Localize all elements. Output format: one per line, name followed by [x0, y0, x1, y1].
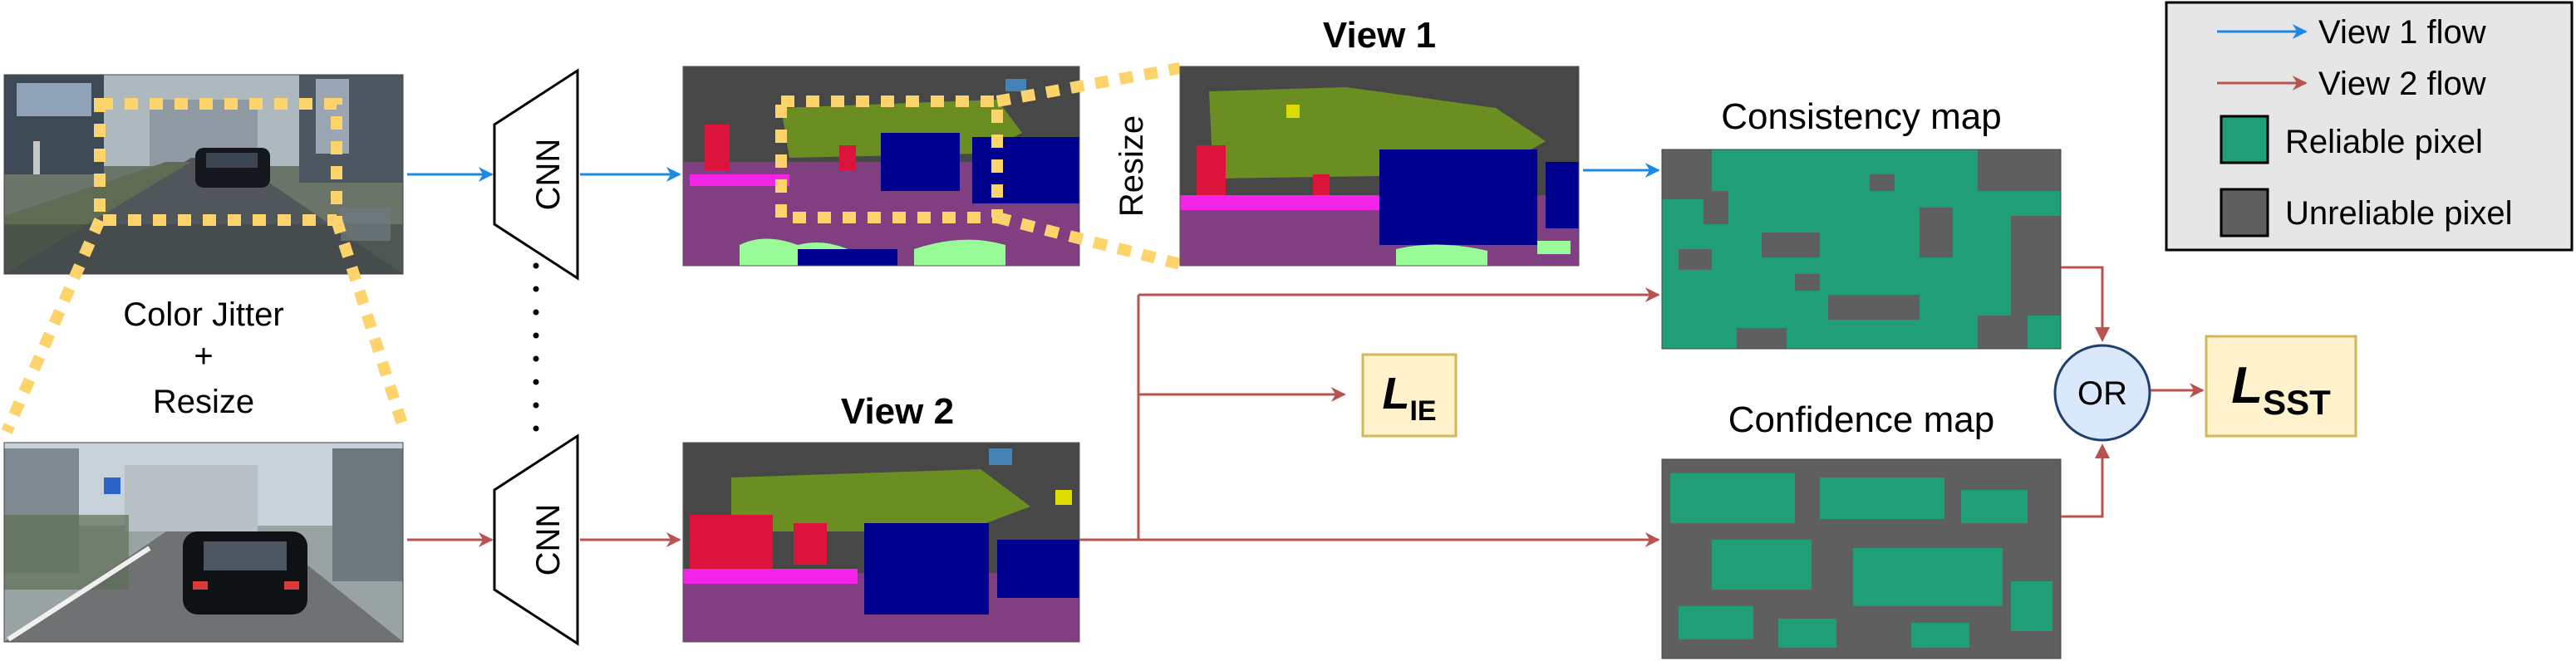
cnn-encoder-bottom	[493, 433, 579, 646]
crop-region-view1	[775, 95, 1003, 223]
augmentation-label-line1: Color Jitter	[123, 296, 283, 333]
confidence-map	[1662, 459, 2061, 659]
or-node	[2053, 344, 2151, 442]
shared-weights-dots	[533, 262, 539, 432]
cnn-encoder-top	[493, 68, 579, 281]
legend-view2-label: View 2 flow	[2318, 66, 2486, 102]
loss-ie-symbol: L	[1382, 369, 1409, 419]
confidence-map-title: Confidence map	[1728, 399, 1994, 440]
legend-view1-label: View 1 flow	[2318, 14, 2486, 51]
zoom-line-right	[331, 218, 410, 434]
view2-title: View 2	[841, 391, 954, 432]
view2-flow-connectors	[1079, 295, 1140, 541]
consistency-map-title: Consistency map	[1721, 96, 2001, 137]
augmentation-label-line2: +	[194, 338, 213, 375]
resize-label: Resize	[1113, 115, 1150, 217]
loss-ie-box	[1361, 353, 1458, 438]
cnn-label-bottom: CNN	[530, 504, 567, 576]
segmentation-view1-resized	[1180, 66, 1579, 266]
segmentation-view2	[683, 443, 1079, 642]
input-image-view2	[4, 443, 403, 642]
arrowhead-to-or-top	[2095, 327, 2110, 342]
legend-unreliable-label: Unreliable pixel	[2285, 195, 2512, 232]
loss-ie-label: LIE	[1382, 369, 1436, 427]
crop-region-highlight	[94, 98, 342, 226]
resize-zoom-line-top	[995, 62, 1182, 107]
maps-to-or-connectors	[2061, 266, 2104, 518]
view1-title: View 1	[1323, 15, 1436, 56]
loss-sst-symbol: L	[2231, 357, 2263, 414]
cnn-label-top: CNN	[530, 139, 567, 211]
legend-unreliable-swatch	[2220, 188, 2269, 237]
loss-sst-label: LSST	[2231, 357, 2331, 422]
consistency-map	[1662, 149, 2061, 349]
resize-zoom-line-bottom	[995, 212, 1182, 270]
arrowhead-to-or-bottom	[2095, 443, 2110, 458]
legend-reliable-label: Reliable pixel	[2285, 124, 2483, 160]
or-label: OR	[2077, 375, 2127, 412]
augmentation-label-line3: Resize	[153, 384, 254, 420]
loss-ie-subscript: IE	[1409, 395, 1436, 427]
loss-sst-subscript: SST	[2263, 383, 2331, 422]
legend-reliable-swatch	[2220, 115, 2269, 164]
loss-sst-box	[2205, 335, 2357, 438]
